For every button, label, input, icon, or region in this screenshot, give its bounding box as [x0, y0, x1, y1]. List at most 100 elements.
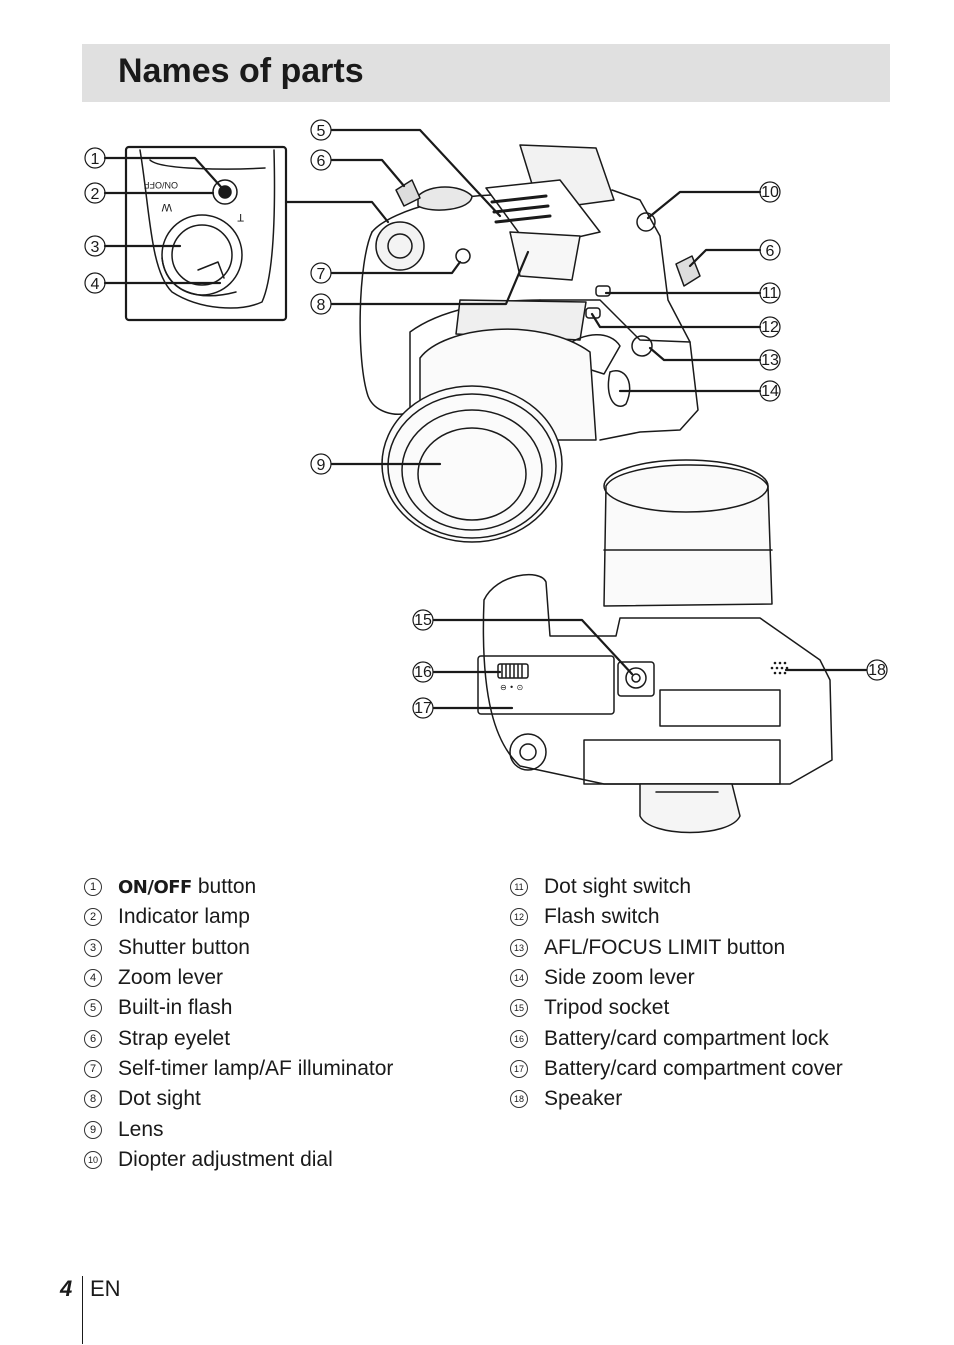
legend-item: 2 Indicator lamp: [84, 902, 393, 932]
legend-number: 18: [510, 1090, 528, 1109]
self-timer-lamp: [455, 248, 471, 264]
legend-item: 12 Flash switch: [510, 902, 843, 932]
legend-label: Dot sight switch: [544, 875, 692, 899]
inset-zoom-lever: [161, 257, 237, 297]
callout-12: 12: [761, 319, 779, 336]
legend-number: 5: [84, 999, 102, 1018]
legend-label: Indicator lamp: [118, 905, 250, 929]
legend-item: 1 ON/OFF button: [84, 872, 393, 902]
footer-divider: [82, 1276, 83, 1344]
language-code: EN: [90, 1276, 121, 1301]
legend-item: 6 Strap eyelet: [84, 1023, 393, 1053]
legend-item: 9 Lens: [84, 1114, 393, 1144]
legend-item: 10 Diopter adjustment dial: [84, 1145, 393, 1175]
legend-label: Battery/card compartment cover: [544, 1056, 843, 1080]
page-title: Names of parts: [118, 52, 364, 90]
legend-label: Tripod socket: [544, 996, 670, 1020]
legend-item: 11 Dot sight switch: [510, 872, 843, 902]
legend-item: 7 Self-timer lamp/AF illuminator: [84, 1054, 393, 1084]
legend-label: Lens: [118, 1117, 164, 1141]
legend-number: 7: [84, 1059, 102, 1078]
legend-item: 8 Dot sight: [84, 1084, 393, 1114]
callout-14: 14: [761, 383, 779, 400]
legend-label: AFL/FOCUS LIMIT button: [544, 935, 786, 959]
legend-label: Shutter button: [118, 935, 250, 959]
legend-label: Dot sight: [118, 1087, 201, 1111]
legend-item: 15 Tripod socket: [510, 993, 843, 1023]
rear-dial: [509, 733, 547, 771]
eyecup: [639, 783, 741, 834]
legend-number: 11: [510, 878, 528, 897]
svg-text:⊖ • ⊙: ⊖ • ⊙: [500, 683, 523, 692]
tripod-socket: [625, 667, 647, 689]
shutter-dial: [375, 221, 425, 271]
legend-number: 3: [84, 938, 102, 957]
legend-label: Battery/card compartment lock: [544, 1026, 829, 1050]
callout-6b: 6: [766, 243, 775, 260]
section-title-bar: Names of parts: [82, 44, 890, 102]
legend-number: 2: [84, 908, 102, 927]
legend-item: 17 Battery/card compartment cover: [510, 1054, 843, 1084]
legend-item: 13 AFL/FOCUS LIMIT button: [510, 933, 843, 963]
legend-label: Strap eyelet: [118, 1026, 231, 1050]
switch-b: [585, 307, 601, 319]
leader-lines: [103, 128, 868, 710]
bottom-lens-barrel: [603, 464, 773, 607]
legend-label: Flash switch: [544, 905, 660, 929]
mode-dial: [417, 186, 473, 211]
camera-bottom-view: ⊖ • ⊙: [477, 459, 833, 834]
legend-label: Diopter adjustment dial: [118, 1147, 333, 1171]
rear-lcd: [583, 739, 781, 785]
page-number: 4: [60, 1276, 73, 1301]
camera-diagram: ON/OFF W T: [84, 119, 888, 834]
callout-17: 17: [414, 700, 432, 717]
legend-number: 8: [84, 1090, 102, 1109]
afl-button: [631, 335, 653, 357]
svg-text:W: W: [161, 201, 172, 213]
legend-item: 4 Zoom lever: [84, 963, 393, 993]
side-zoom-lever: [607, 370, 631, 407]
callout-4: 4: [91, 276, 100, 293]
callout-9: 9: [317, 457, 326, 474]
legend-label: Zoom lever: [118, 966, 224, 990]
battery-cover: [477, 655, 615, 715]
legend-number: 16: [510, 1029, 528, 1048]
speaker-grille: [770, 661, 789, 675]
legend-number: 17: [510, 1059, 528, 1078]
callout-numbers: 1 2 3 4 5 6 7 8 9 10 6 11 12 13 14 15 16…: [91, 123, 886, 717]
svg-text:ON/OFF: ON/OFF: [144, 180, 178, 190]
diopter-dial: [636, 212, 656, 232]
legend-number: 9: [84, 1120, 102, 1139]
inset-detail: ON/OFF W T: [124, 145, 288, 322]
bottom-label-plate: [659, 689, 781, 727]
legend-item: 3 Shutter button: [84, 933, 393, 963]
callout-1: 1: [91, 151, 100, 168]
legend-number: 15: [510, 999, 528, 1018]
legend-right-column: 11 Dot sight switch 12 Flash switch 13 A…: [510, 872, 843, 1114]
legend-number: 10: [84, 1150, 102, 1169]
callout-2: 2: [91, 186, 100, 203]
strap-eyelet-left: [395, 179, 421, 207]
callout-15: 15: [414, 612, 432, 629]
front-lens: [381, 328, 597, 543]
callout-13: 13: [761, 352, 779, 369]
callout-5: 5: [317, 123, 326, 140]
legend-label: button: [197, 875, 257, 899]
legend-label: Self-timer lamp/AF illuminator: [118, 1056, 394, 1080]
bottom-body: [482, 574, 833, 785]
callout-circles: [84, 119, 888, 719]
legend-number: 1: [84, 878, 102, 897]
legend-number: 14: [510, 969, 528, 988]
legend-label: Built-in flash: [118, 996, 233, 1020]
legend-number: 12: [510, 908, 528, 927]
callout-18: 18: [868, 662, 886, 679]
callout-6: 6: [317, 153, 326, 170]
callout-7: 7: [317, 266, 326, 283]
legend-label: Side zoom lever: [544, 966, 695, 990]
legend-item: 18 Speaker: [510, 1084, 843, 1114]
svg-text:T: T: [237, 211, 244, 223]
legend-left-column: 1 ON/OFF button 2 Indicator lamp 3 Shutt…: [84, 872, 393, 1175]
legend-number: 6: [84, 1029, 102, 1048]
callout-11: 11: [762, 285, 779, 302]
camera-front-view: [359, 144, 701, 543]
